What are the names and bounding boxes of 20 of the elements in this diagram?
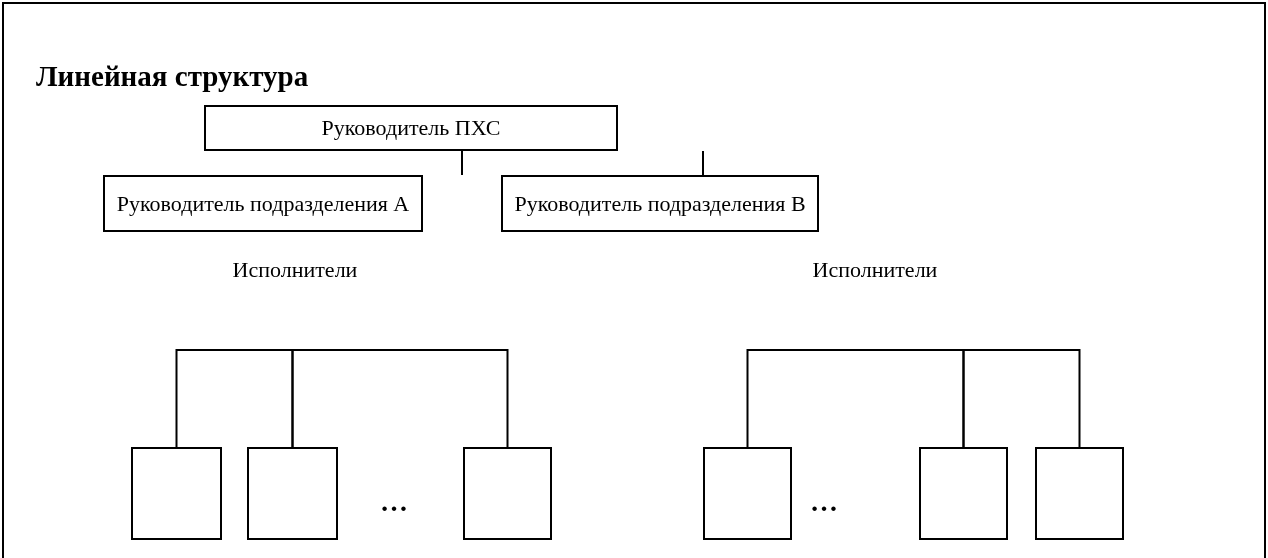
- empty-box: [703, 447, 792, 540]
- connector-line: [291, 349, 509, 448]
- empty-box: [919, 447, 1008, 540]
- position-box: Руководитель ПХС: [204, 105, 618, 151]
- empty-box: [247, 447, 338, 540]
- group-label: Исполнители: [180, 250, 410, 290]
- position-box: Руководитель подразделения А: [103, 175, 423, 232]
- empty-box: [463, 447, 552, 540]
- connector-line: [746, 349, 965, 448]
- connector-line: [175, 349, 294, 448]
- empty-box: [1035, 447, 1124, 540]
- ellipsis-label: …: [810, 488, 838, 516]
- group-label: Исполнители: [760, 250, 990, 290]
- ellipsis-label: …: [380, 488, 408, 516]
- position-box: Руководитель подразделения В: [501, 175, 819, 232]
- connector-line: [962, 349, 1081, 448]
- diagram-title: Линейная структура: [36, 62, 309, 91]
- connector-line: [461, 150, 463, 176]
- empty-box: [131, 447, 222, 540]
- connector-line: [702, 150, 704, 177]
